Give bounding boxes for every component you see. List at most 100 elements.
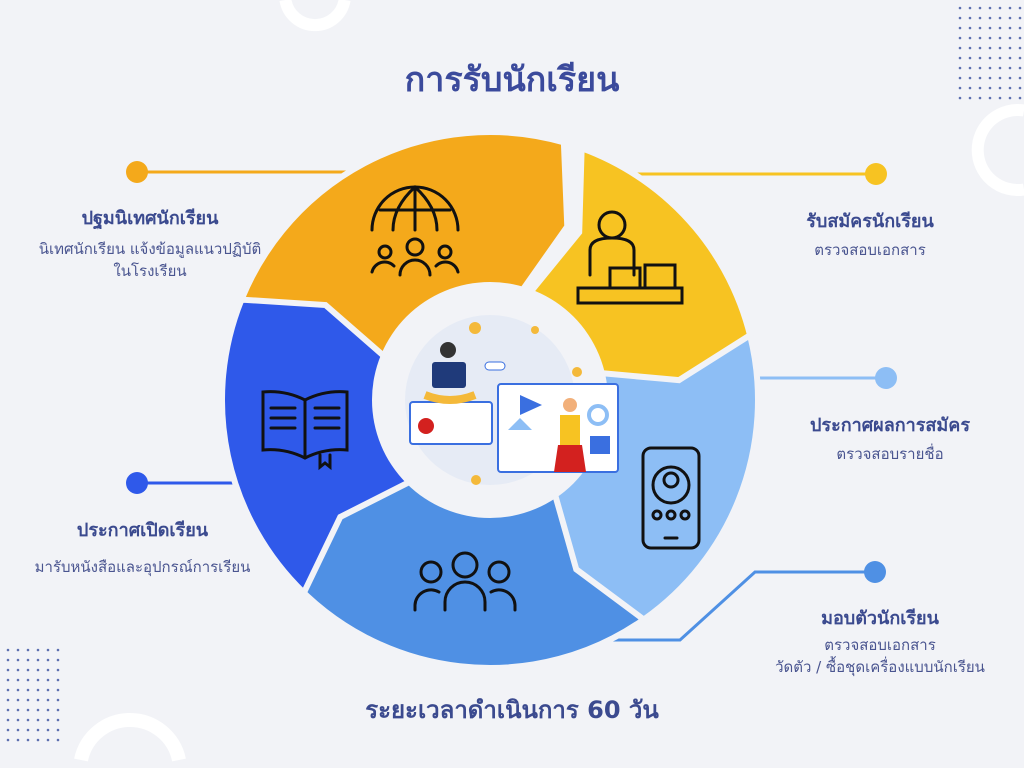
decor-dot bbox=[16, 718, 20, 722]
step-application: รับสมัครนักเรียน ตรวจสอบเอกสาร bbox=[740, 206, 1000, 261]
decor-dot bbox=[978, 76, 982, 80]
step-heading: รับสมัครนักเรียน bbox=[806, 211, 934, 232]
decor-dot bbox=[16, 678, 20, 682]
decor-dot bbox=[958, 86, 962, 90]
duration-footer: ระยะเวลาดำเนินการ 60 วัน bbox=[365, 696, 659, 724]
decor-dot bbox=[6, 648, 10, 652]
decor-dot bbox=[998, 26, 1002, 30]
decor-circle bbox=[971, 104, 1024, 196]
decor-dot bbox=[988, 6, 992, 10]
decor-dot bbox=[16, 688, 20, 692]
decor-dots bbox=[6, 6, 1022, 742]
decor-dot bbox=[16, 728, 20, 732]
decor-dot bbox=[978, 96, 982, 100]
connector-line bbox=[600, 570, 875, 642]
decor-dot bbox=[6, 708, 10, 712]
step-heading: ประกาศเปิดเรียน bbox=[76, 520, 209, 541]
decor-dot bbox=[1018, 66, 1022, 70]
step-desc: ในโรงเรียน bbox=[113, 262, 187, 280]
decor-dot bbox=[998, 56, 1002, 60]
decor-dot bbox=[988, 66, 992, 70]
decor-dot bbox=[958, 36, 962, 40]
decor-dot bbox=[36, 718, 40, 722]
step-orientation: ปฐมนิเทศนักเรียน นิเทศนักเรียน แจ้งข้อมู… bbox=[0, 203, 300, 282]
decor-dot bbox=[998, 16, 1002, 20]
decor-dot bbox=[968, 66, 972, 70]
step-dot bbox=[126, 161, 148, 183]
decor-dot bbox=[56, 738, 60, 742]
decor-dot bbox=[1018, 96, 1022, 100]
decor-dot bbox=[26, 718, 30, 722]
decor-dot bbox=[998, 6, 1002, 10]
decor-dot bbox=[1008, 86, 1012, 90]
decor-dot bbox=[56, 658, 60, 662]
decor-dot bbox=[36, 668, 40, 672]
decor-circle bbox=[279, 0, 351, 32]
decor-dot bbox=[988, 36, 992, 40]
decor-dot bbox=[1018, 26, 1022, 30]
decor-dot bbox=[998, 66, 1002, 70]
decor-dot bbox=[1018, 86, 1022, 90]
decor-dot bbox=[1008, 16, 1012, 20]
group-icon bbox=[413, 551, 517, 612]
decor-dot bbox=[968, 86, 972, 90]
decor-dot bbox=[958, 16, 962, 20]
decor-dot bbox=[46, 698, 50, 702]
decor-dot bbox=[1018, 6, 1022, 10]
decor-dot bbox=[958, 56, 962, 60]
decor-dot bbox=[1008, 6, 1012, 10]
decor-circle bbox=[74, 712, 186, 762]
step-announcement: ประกาศผลการสมัคร ตรวจสอบรายชื่อ bbox=[760, 410, 1020, 465]
decor-dot bbox=[958, 96, 962, 100]
decor-dot bbox=[968, 46, 972, 50]
decor-dot bbox=[968, 56, 972, 60]
decor-dot bbox=[26, 688, 30, 692]
decor-dot bbox=[6, 678, 10, 682]
decor-dot bbox=[36, 658, 40, 662]
decor-dot bbox=[56, 678, 60, 682]
step-school-opening: ประกาศเปิดเรียน มารับหนังสือและอุปกรณ์กา… bbox=[0, 515, 285, 578]
decor-dot bbox=[36, 678, 40, 682]
decor-dot bbox=[968, 6, 972, 10]
decor-dot bbox=[1008, 36, 1012, 40]
decor-dot bbox=[968, 26, 972, 30]
step-heading: มอบตัวนักเรียน bbox=[821, 608, 939, 629]
receptionist-icon bbox=[576, 210, 684, 305]
book-icon bbox=[261, 390, 349, 471]
decor-dot bbox=[56, 698, 60, 702]
decor-dot bbox=[16, 668, 20, 672]
decor-dot bbox=[1008, 46, 1012, 50]
decor-dot bbox=[1018, 36, 1022, 40]
decor-dot bbox=[36, 698, 40, 702]
decor-dot bbox=[36, 728, 40, 732]
decor-dot bbox=[46, 648, 50, 652]
step-desc: ตรวจสอบเอกสาร bbox=[814, 241, 926, 259]
decor-dot bbox=[978, 26, 982, 30]
decor-dot bbox=[26, 668, 30, 672]
decor-dot bbox=[1018, 56, 1022, 60]
decor-dot bbox=[1008, 56, 1012, 60]
decor-dot bbox=[978, 86, 982, 90]
decor-dot bbox=[16, 658, 20, 662]
decor-dot bbox=[26, 658, 30, 662]
globe-people-icon bbox=[370, 185, 460, 277]
step-dot bbox=[126, 472, 148, 494]
decor-dot bbox=[46, 658, 50, 662]
decor-dot bbox=[56, 668, 60, 672]
step-heading: ประกาศผลการสมัคร bbox=[809, 415, 970, 436]
decor-dot bbox=[978, 16, 982, 20]
decor-dot bbox=[56, 688, 60, 692]
decor-dot bbox=[988, 86, 992, 90]
decor-dot bbox=[46, 718, 50, 722]
decor-dot bbox=[998, 76, 1002, 80]
decor-dot bbox=[988, 46, 992, 50]
decor-dot bbox=[1018, 76, 1022, 80]
decor-dot bbox=[36, 648, 40, 652]
decor-dot bbox=[26, 728, 30, 732]
decor-dot bbox=[16, 698, 20, 702]
center-illustration bbox=[372, 282, 619, 518]
decor-dot bbox=[26, 698, 30, 702]
decor-dot bbox=[6, 688, 10, 692]
step-dot bbox=[865, 163, 887, 185]
